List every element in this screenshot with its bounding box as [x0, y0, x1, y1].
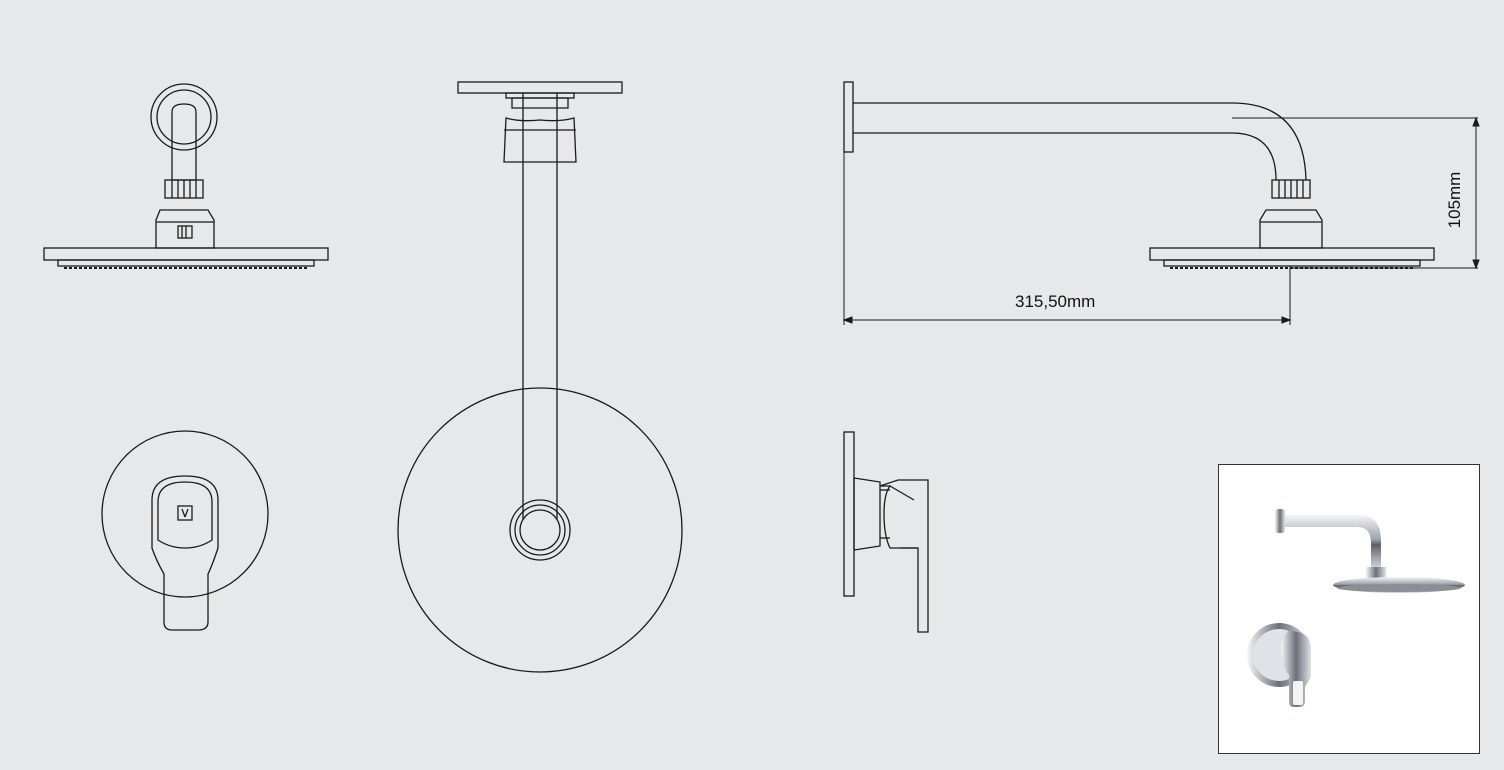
- mixer-front-view: [101, 430, 269, 631]
- dimension-lines: [842, 116, 1480, 325]
- shower-arm-top-view: [397, 81, 683, 673]
- mixer-side-view: [843, 431, 929, 633]
- product-photo-image: [1247, 509, 1465, 707]
- width-dimension-label: 315,50mm: [1015, 292, 1096, 311]
- product-photo: [1218, 464, 1480, 754]
- shower-arm-side-view: [843, 81, 1478, 269]
- shower-head-front-view: [43, 83, 329, 269]
- height-dimension-label: 105mm: [1445, 171, 1464, 229]
